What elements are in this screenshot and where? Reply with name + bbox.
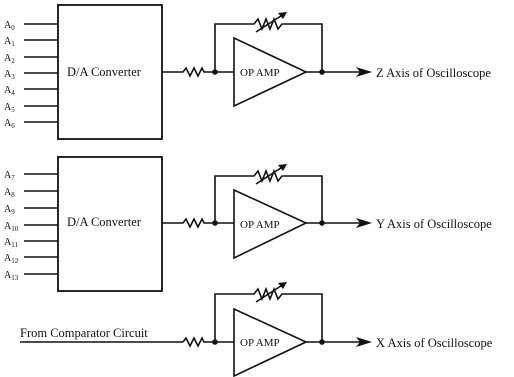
input-label: A3 xyxy=(4,69,15,81)
feedback-resistor-arrow xyxy=(255,283,285,303)
input-label: A12 xyxy=(4,253,19,265)
input-label: A5 xyxy=(4,102,15,114)
input-leads-z xyxy=(24,23,58,123)
op-amp-label: OP AMP xyxy=(240,67,280,79)
output-arrow xyxy=(356,67,372,77)
da-converter-box xyxy=(57,156,163,292)
input-label: A1 xyxy=(4,36,15,48)
op-amp-label: OP AMP xyxy=(240,219,280,231)
input-label: A10 xyxy=(4,221,19,233)
junction-dot xyxy=(319,220,325,226)
da-converter-label: D/A Converter xyxy=(67,65,142,79)
da-converter-label: D/A Converter xyxy=(67,215,142,229)
feedback-resistor-arrow xyxy=(255,13,285,33)
op-amp-label: OP AMP xyxy=(240,337,280,349)
input-label: A11 xyxy=(4,237,18,249)
input-label: A4 xyxy=(4,85,15,97)
output-label: Z Axis of Oscilloscope xyxy=(376,66,491,80)
input-label: A9 xyxy=(4,204,15,216)
input-label: A6 xyxy=(4,118,15,130)
stage-x: From Comparator Circuit OP AMP X Axis of… xyxy=(20,282,493,377)
op-amp-symbol xyxy=(233,307,308,377)
op-amp-symbol xyxy=(233,188,308,260)
output-arrow xyxy=(356,337,372,347)
input-label: A13 xyxy=(4,270,19,282)
output-label: Y Axis of Oscilloscope xyxy=(376,217,492,231)
stage-z: A0 A1 A2 A3 A4 A5 A6 D/A Converter OP AM… xyxy=(4,4,491,140)
source-label: From Comparator Circuit xyxy=(20,326,148,340)
input-leads-y xyxy=(24,173,58,275)
output-label: X Axis of Oscilloscope xyxy=(376,336,493,350)
input-label: A2 xyxy=(4,53,15,65)
input-resistor xyxy=(182,336,234,348)
input-label: A7 xyxy=(4,170,15,182)
input-label: A0 xyxy=(4,20,15,32)
junction-dot xyxy=(319,69,325,75)
input-resistor xyxy=(162,217,234,229)
input-label: A8 xyxy=(4,187,15,199)
input-labels-y: A7 A8 A9 A10 A11 A12 A13 xyxy=(4,170,19,282)
input-resistor xyxy=(162,66,234,78)
feedback-resistor-arrow xyxy=(255,165,285,185)
input-labels-z: A0 A1 A2 A3 A4 A5 A6 xyxy=(4,20,15,130)
da-converter-box xyxy=(57,4,163,140)
op-amp-symbol xyxy=(233,36,308,108)
output-arrow xyxy=(356,218,372,228)
junction-dot xyxy=(319,339,325,345)
stage-y: A7 A8 A9 A10 A11 A12 A13 D/A Converter O… xyxy=(4,156,492,292)
